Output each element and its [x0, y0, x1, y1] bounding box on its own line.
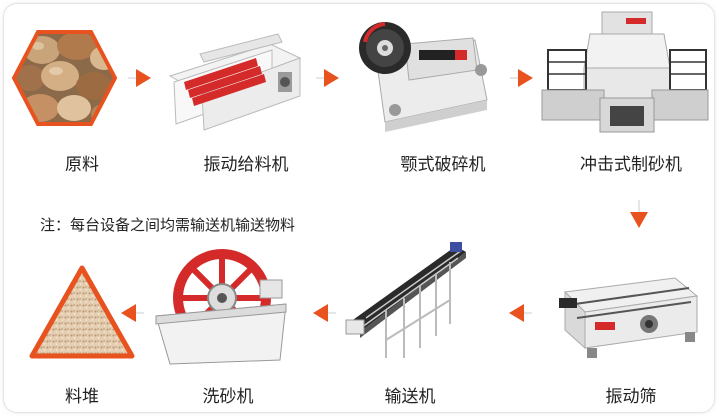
arrow-right-icon	[128, 68, 152, 92]
step-label-sand-washer: 洗砂机	[202, 387, 254, 407]
vibrating-screen-image	[555, 270, 705, 360]
step-label-stockpile: 料堆	[65, 387, 99, 407]
belt-conveyor-image	[345, 240, 476, 364]
impact-sand-maker-image	[540, 10, 710, 134]
arrow-right-icon	[316, 68, 340, 92]
arrow-right-icon	[510, 68, 534, 92]
step-label-conveyor: 输送机	[384, 387, 436, 407]
step-label-raw-material: 原料	[65, 155, 99, 175]
step-label-vibrating-feeder: 振动给料机	[203, 155, 289, 175]
arrow-left-icon	[120, 303, 144, 327]
arrow-left-icon	[312, 303, 336, 327]
raw-material-image	[11, 28, 118, 128]
sand-pile-image	[28, 262, 136, 362]
step-label-impact-sand-maker: 冲击式制砂机	[580, 155, 682, 175]
jaw-crusher-image	[355, 10, 495, 132]
process-note: 注：每台设备之间均需输送机输送物料	[40, 216, 296, 234]
sand-washer-image	[150, 249, 295, 366]
arrow-down-icon	[629, 200, 649, 236]
step-label-vibrating-screen: 振动筛	[605, 387, 657, 407]
arrow-left-icon	[508, 303, 532, 327]
step-label-jaw-crusher: 颚式破碎机	[400, 155, 486, 175]
vibrating-feeder-image	[160, 33, 310, 131]
